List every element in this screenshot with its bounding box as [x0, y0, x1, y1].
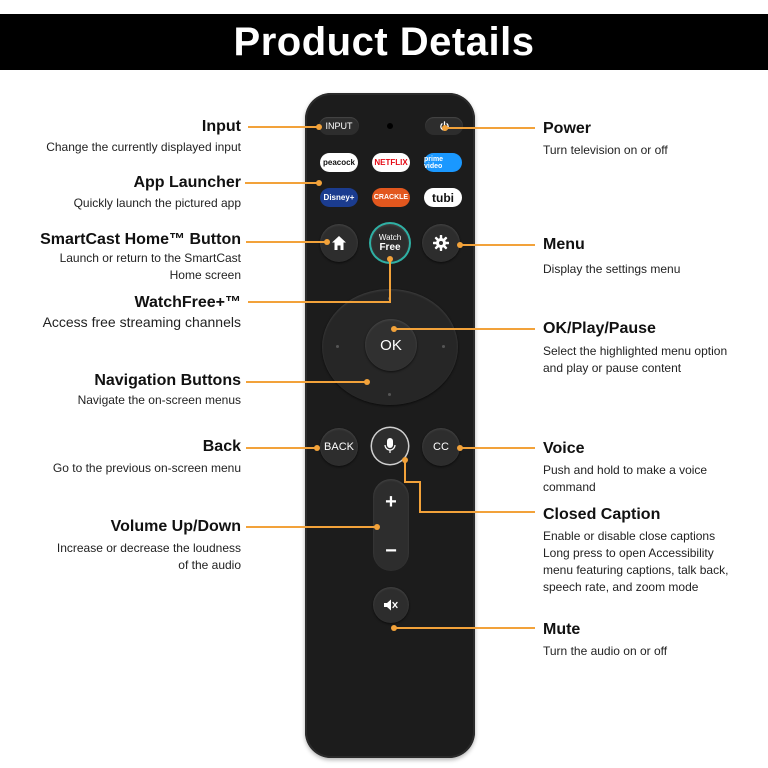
volume-desc-2: of the audio [178, 558, 241, 572]
watchfree-button[interactable]: Watch Free [371, 224, 409, 262]
volume-up-label: + [385, 490, 397, 513]
ok-title: OK/Play/Pause [543, 320, 656, 337]
voice-leader [460, 447, 535, 449]
power-title: Power [543, 120, 592, 137]
ok-leader [394, 328, 535, 330]
tubi-app-button[interactable]: tubi [424, 188, 462, 207]
input-desc: Change the currently displayed input [46, 140, 241, 154]
navigation-desc: Navigate the on-screen menus [77, 393, 241, 407]
prime-video-app-button[interactable]: prime video [424, 153, 462, 172]
volume-title: Volume Up/Down [110, 518, 241, 535]
app-launcher-leader [245, 182, 318, 184]
volume-down-button[interactable]: − [373, 533, 409, 569]
page-title: Product Details [233, 20, 535, 64]
ok-label: OK [380, 336, 402, 354]
app-launcher-title: App Launcher [133, 174, 241, 191]
power-desc: Turn television on or off [543, 143, 668, 157]
nav-down-marker [388, 393, 391, 396]
peacock-app-button[interactable]: peacock [320, 153, 358, 172]
watchfree-leader-v [389, 258, 391, 303]
input-button[interactable]: INPUT [319, 117, 359, 135]
navigation-leader [246, 381, 366, 383]
home-desc-2: Home screen [169, 268, 241, 282]
watchfree-title: WatchFree+™ [134, 294, 241, 311]
voice-desc-2: command [543, 480, 596, 494]
microphone-icon [384, 438, 396, 453]
mute-icon [384, 599, 398, 611]
cc-leader-dot [402, 457, 408, 463]
volume-desc-1: Increase or decrease the loudness [56, 541, 241, 555]
menu-leader [460, 244, 535, 246]
ok-leader-dot [391, 326, 397, 332]
mute-leader [394, 627, 535, 629]
mute-desc: Turn the audio on or off [543, 644, 668, 658]
power-leader [445, 127, 535, 129]
cc-title: Closed Caption [543, 506, 661, 523]
home-icon [332, 236, 346, 250]
home-leader-dot [324, 239, 330, 245]
app-launcher-desc: Quickly launch the pictured app [73, 196, 241, 210]
gear-icon [433, 235, 449, 251]
volume-down-label: − [385, 539, 397, 562]
title-banner: Product Details [0, 14, 768, 70]
mute-title: Mute [543, 621, 581, 638]
input-leader-dot [316, 124, 322, 130]
cc-desc-1: Enable or disable close captions [543, 529, 716, 543]
cc-leader-h1 [404, 481, 420, 483]
watchfree-desc: Access free streaming channels [42, 314, 241, 330]
navigation-title: Navigation Buttons [94, 372, 241, 389]
menu-button[interactable] [422, 224, 460, 262]
cc-desc-2: Long press to open Accessibility [543, 546, 714, 560]
volume-up-button[interactable]: + [373, 483, 409, 521]
cc-leader-v2 [419, 481, 421, 512]
crackle-app-button[interactable]: CRACKLE [372, 188, 410, 207]
back-leader-dot [314, 445, 320, 451]
input-leader [248, 126, 318, 128]
ok-desc-1: Select the highlighted menu option [543, 344, 728, 358]
watchfree-leader-h [248, 301, 390, 303]
cc-label: CC [433, 441, 449, 453]
nav-right-marker [442, 345, 445, 348]
cc-desc-4: speech rate, and zoom mode [543, 580, 699, 594]
voice-desc-1: Push and hold to make a voice [543, 463, 708, 477]
cc-button[interactable]: CC [422, 428, 460, 466]
netflix-app-button[interactable]: NETFLIX [372, 153, 410, 172]
back-leader [246, 447, 316, 449]
voice-title: Voice [543, 440, 585, 457]
volume-leader [246, 526, 376, 528]
menu-title: Menu [543, 236, 585, 253]
remote-control: INPUT peacock NETFLIX prime video Disney… [305, 93, 475, 758]
back-label: BACK [324, 441, 354, 453]
volume-leader-dot [374, 524, 380, 530]
mute-leader-dot [391, 625, 397, 631]
led-indicator [387, 123, 393, 129]
app-launcher-leader-dot [316, 180, 322, 186]
nav-left-marker [336, 345, 339, 348]
back-title: Back [202, 438, 241, 455]
watchfree-label-top: Watch [378, 233, 402, 242]
input-title: Input [201, 118, 241, 135]
cc-leader-h2 [419, 511, 535, 513]
disney-plus-app-button[interactable]: Disney+ [320, 188, 358, 207]
input-button-label: INPUT [325, 121, 353, 131]
menu-desc: Display the settings menu [543, 262, 681, 276]
voice-leader-dot [457, 445, 463, 451]
menu-leader-dot [457, 242, 463, 248]
ok-desc-2: and play or pause content [543, 361, 682, 375]
mute-button[interactable] [373, 587, 409, 623]
power-leader-dot [442, 125, 448, 131]
home-title: SmartCast Home™ Button [40, 231, 241, 248]
cc-leader-v1 [404, 460, 406, 482]
home-leader [246, 241, 326, 243]
back-desc: Go to the previous on-screen menu [52, 461, 241, 475]
back-button[interactable]: BACK [320, 428, 358, 466]
cc-desc-3: menu featuring captions, talk back, [543, 563, 729, 577]
watchfree-leader-dot [387, 256, 393, 262]
home-desc-1: Launch or return to the SmartCast [59, 251, 241, 265]
watchfree-label-bottom: Free [379, 242, 401, 253]
navigation-leader-dot [364, 379, 370, 385]
ok-button[interactable]: OK [365, 319, 417, 371]
